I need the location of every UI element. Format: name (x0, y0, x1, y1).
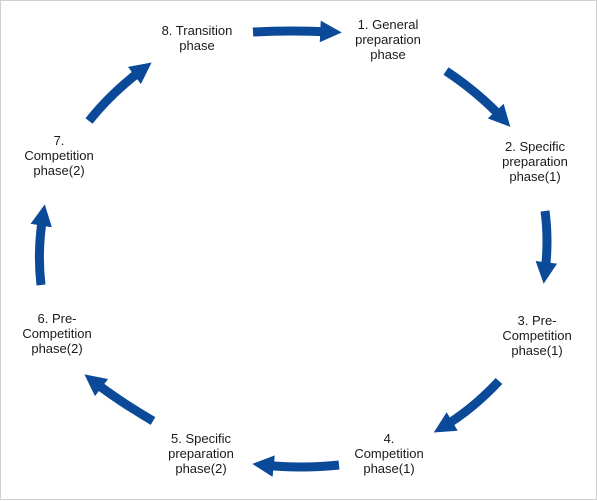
phase-2-label: 2. Specific preparation phase(1) (502, 139, 568, 184)
arrow-1-to-2 (443, 67, 511, 127)
arrow-2-to-3 (535, 210, 558, 284)
arrow-8-to-1 (252, 20, 342, 43)
arrow-6-to-7 (30, 204, 52, 286)
phase-3-label: 3. Pre- Competition phase(1) (502, 313, 572, 358)
arrow-7-to-8 (85, 62, 152, 124)
arrow-5-to-6 (84, 374, 156, 425)
phase-8-label: 8. Transition phase (161, 23, 233, 53)
arrow-3-to-4 (433, 377, 503, 433)
phase-1-label: 1. General preparation phase (355, 17, 421, 62)
phase-7-label: 7. Competition phase(2) (24, 133, 94, 178)
phase-6-label: 6. Pre- Competition phase(2) (22, 311, 92, 356)
phase-4-label: 4. Competition phase(1) (354, 431, 424, 476)
arrow-4-to-5 (252, 455, 340, 477)
phase-5-label: 5. Specific preparation phase(2) (168, 431, 234, 476)
